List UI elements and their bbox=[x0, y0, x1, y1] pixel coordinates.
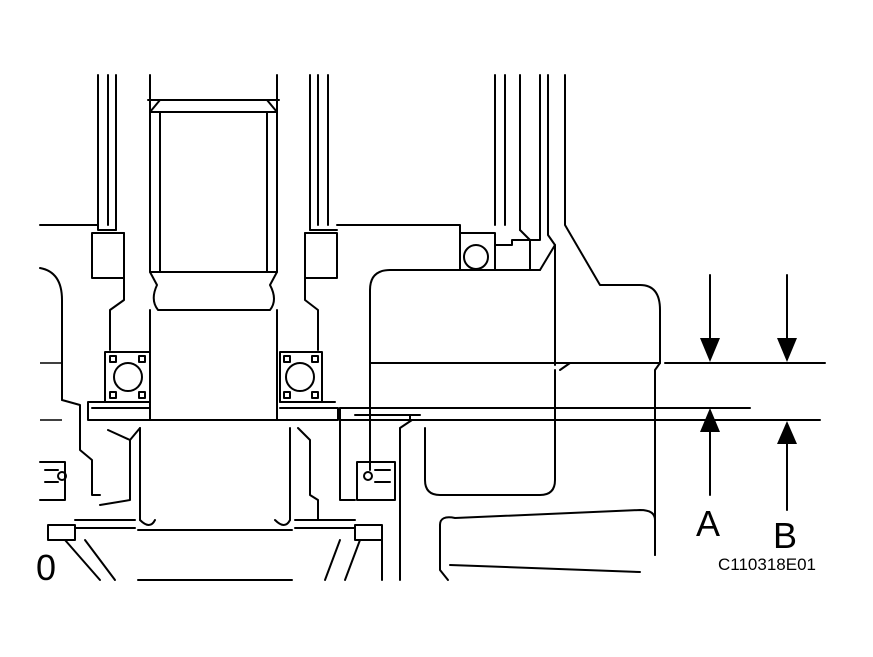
arrow-up-icon bbox=[700, 408, 720, 432]
arrow-down-icon bbox=[777, 338, 797, 362]
label-b: B bbox=[773, 515, 797, 556]
left-housing bbox=[39, 74, 125, 501]
left-tapered-bearing bbox=[47, 427, 141, 581]
arrow-down-icon bbox=[700, 338, 720, 362]
label-o: 0 bbox=[36, 547, 56, 588]
reference-lines bbox=[40, 362, 826, 421]
right-inner-housing bbox=[297, 74, 461, 521]
arrow-up-icon bbox=[777, 421, 797, 444]
dimension-a bbox=[700, 274, 720, 496]
right-ball-bearing bbox=[279, 351, 339, 421]
shaft bbox=[137, 74, 293, 581]
dimension-b bbox=[777, 274, 797, 511]
right-tapered-bearing bbox=[294, 519, 383, 581]
figure-code: C110318E01 bbox=[718, 555, 816, 574]
right-gear-housing bbox=[369, 74, 661, 581]
left-ball-bearing bbox=[87, 351, 151, 421]
label-a: A bbox=[696, 503, 720, 544]
